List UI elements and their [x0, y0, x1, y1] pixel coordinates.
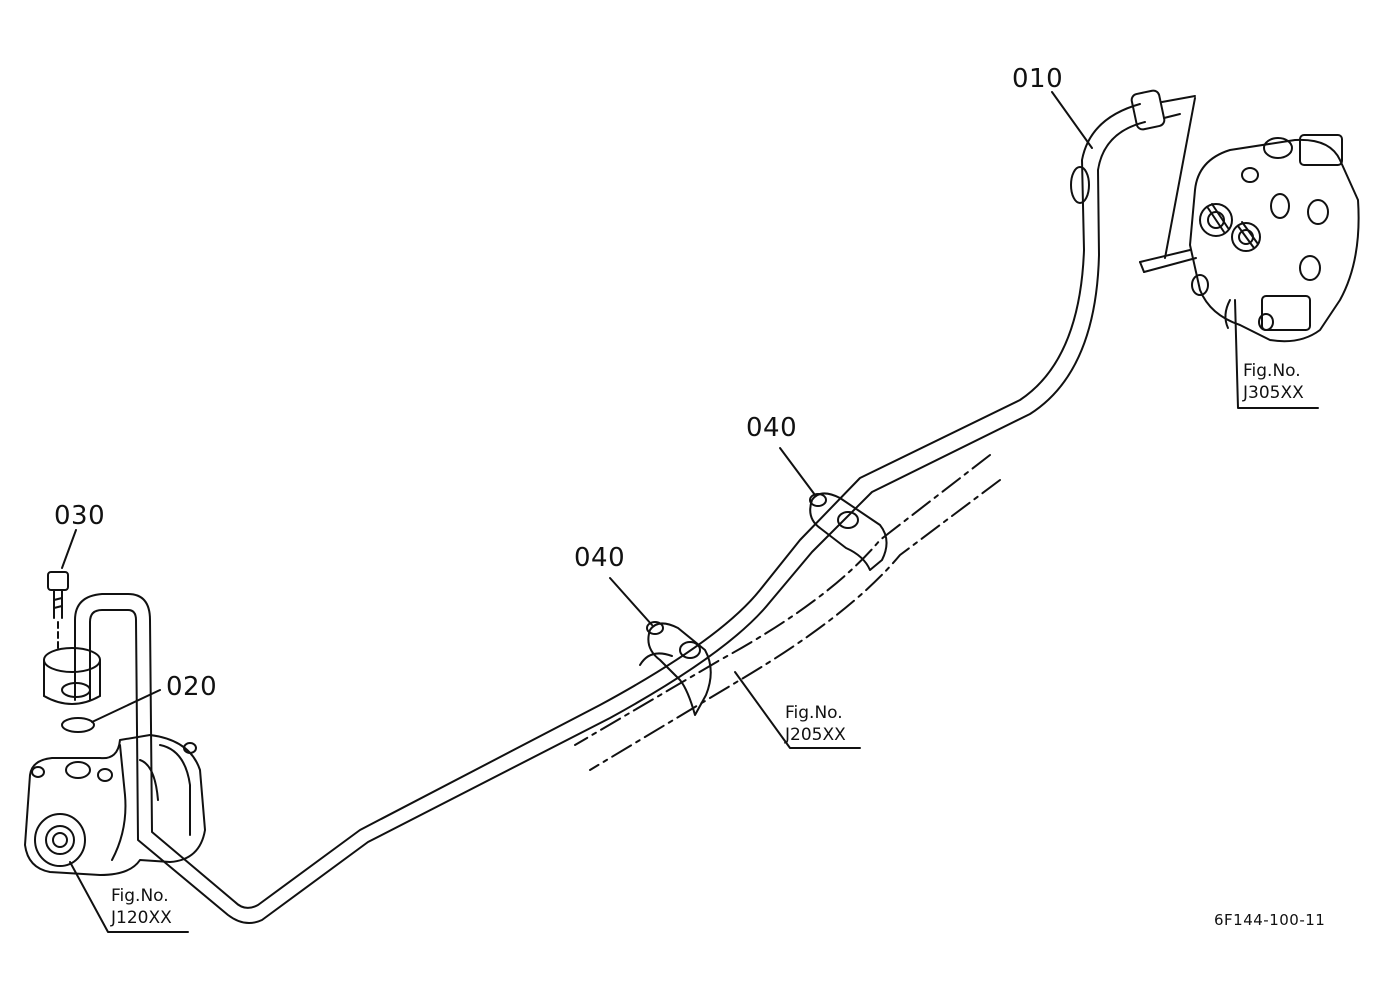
fitting-block	[43, 647, 101, 705]
figure-ref-j120xx-line1: Fig.No.	[111, 886, 169, 906]
figure-ref-j205xx-line2: J205XX	[785, 725, 846, 745]
injection-pump	[1139, 134, 1360, 343]
hydraulic-pipe-outer	[74, 103, 1141, 909]
figure-ref-j305xx: Fig.No. J305XX	[1243, 360, 1304, 404]
part-label-040-upper: 040	[746, 413, 798, 443]
leader-040-lower	[609, 577, 653, 626]
pipe-end-fitting	[1130, 89, 1196, 131]
hydraulic-pump	[24, 734, 206, 876]
drawing-code: 6F144-100-11	[1214, 911, 1326, 929]
clamp-lower	[639, 621, 712, 716]
pipe-sleeve	[1070, 166, 1090, 204]
leader-030	[61, 529, 77, 569]
leader-010	[1051, 91, 1093, 149]
leader-j305-ref	[1234, 299, 1319, 409]
figure-ref-j120xx-line2: J120XX	[111, 908, 172, 928]
leader-020	[91, 689, 161, 723]
part-label-010: 010	[1012, 64, 1064, 94]
leader-j205-ref	[734, 671, 861, 749]
figure-ref-j305xx-line1: Fig.No.	[1243, 361, 1301, 381]
clamp-upper	[809, 492, 888, 571]
leader-040-upper	[779, 447, 816, 496]
figure-ref-j205xx: Fig.No. J205XX	[785, 702, 846, 746]
leader-j305	[1164, 97, 1196, 259]
part-label-030: 030	[54, 501, 106, 531]
bolt	[47, 571, 69, 651]
figure-ref-j305xx-line2: J305XX	[1243, 383, 1304, 403]
figure-ref-j120xx: Fig.No. J120XX	[111, 885, 172, 929]
figure-ref-j205xx-line1: Fig.No.	[785, 703, 843, 723]
leader-j120-ref	[69, 861, 189, 933]
part-label-040-lower: 040	[574, 543, 626, 573]
hydraulic-pipe-inner	[89, 121, 1146, 925]
o-ring	[61, 717, 95, 733]
part-label-020: 020	[166, 672, 218, 702]
reference-hose-line-2	[589, 479, 1001, 771]
reference-hose-line	[574, 454, 991, 746]
